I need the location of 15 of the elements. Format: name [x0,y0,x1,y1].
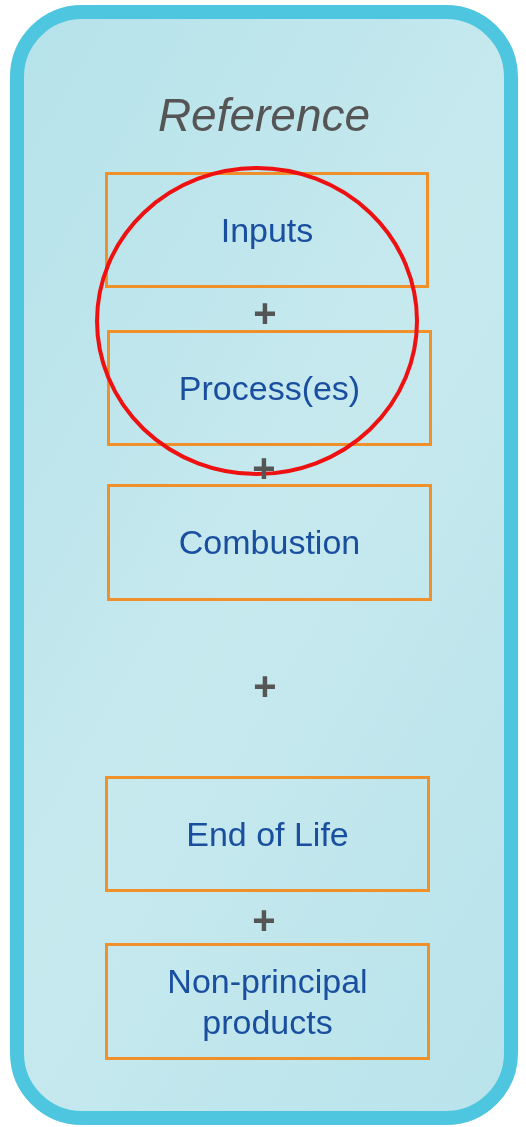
plus-sign: + [253,293,277,333]
group-title: Reference [156,88,372,142]
process-box [107,330,432,446]
plus-sign: + [252,900,276,940]
process-box [107,484,432,601]
node-label: Inputs [220,209,314,251]
node-label: Combustion [178,522,361,563]
process-box [105,172,429,288]
group-panel [10,5,518,1125]
node-label: Process(es) [178,367,361,409]
node-label: Non-principal products [166,960,369,1043]
process-box [105,943,430,1060]
node-label: End of Life [186,813,349,855]
plus-sign: + [253,666,277,706]
process-box [105,776,430,892]
